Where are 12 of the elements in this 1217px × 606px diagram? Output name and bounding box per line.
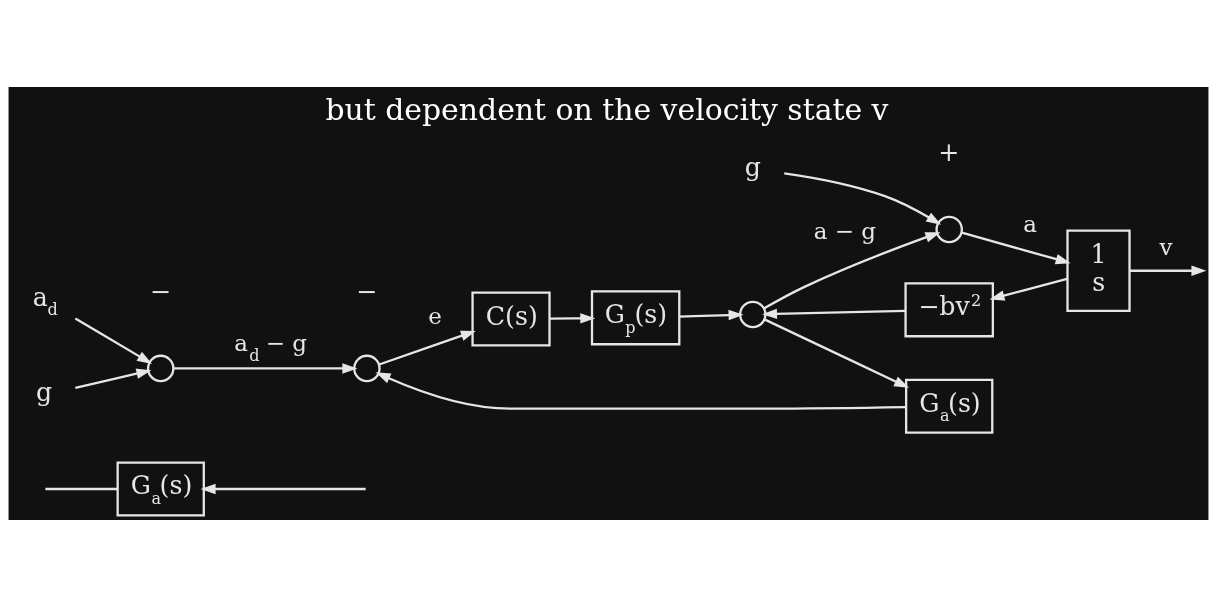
- node-text: a$_{d}$: [32, 282, 58, 319]
- label: −: [355, 276, 378, 306]
- node-text: g: [744, 152, 761, 182]
- diagram-title: but dependent on the velocity state v: [325, 91, 889, 127]
- edge-label: a: [1023, 210, 1037, 237]
- node-text: g: [36, 377, 53, 407]
- label: −: [149, 276, 171, 306]
- edge-label: a − g: [813, 217, 876, 244]
- label: +: [938, 137, 960, 167]
- edge-label: v: [1159, 233, 1173, 260]
- edge-label: e: [428, 302, 442, 329]
- edge-label: a$_{d}$ − g: [234, 329, 307, 365]
